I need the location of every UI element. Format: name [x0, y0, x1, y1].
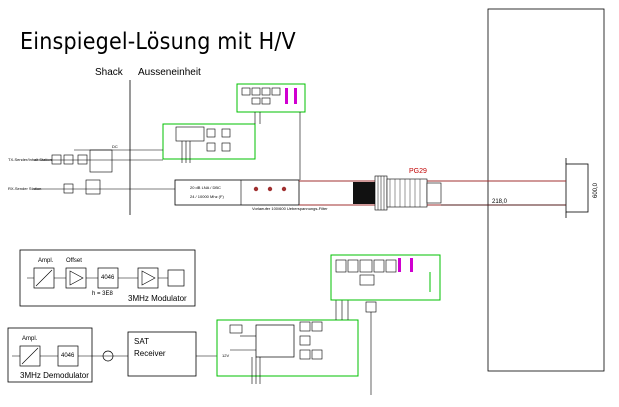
- lower-green-box: [216, 319, 359, 377]
- demod-ampl-label: Ampl.: [22, 336, 38, 342]
- main-unit-box: [174, 179, 300, 206]
- mod-h-value: h = 3E8: [92, 291, 113, 297]
- connector-body: [353, 182, 375, 204]
- demod-chip-label: 4046: [61, 353, 75, 359]
- diagram-title: Einspiegel-Lösung mit H/V: [20, 29, 296, 55]
- modulator-caption: 3MHz Modulator: [128, 294, 187, 303]
- sat-receiver-line2: Receiver: [134, 349, 166, 358]
- antenna-mount: [565, 163, 589, 213]
- demodulator-caption: 3MHz Demodulator: [20, 371, 89, 380]
- mod-chip-label: 4046: [101, 275, 115, 281]
- sat-receiver-line1: SAT: [134, 337, 149, 346]
- main-box-line2: 24 / 10000 Mhz (F): [190, 194, 224, 199]
- demodulator-box: [7, 327, 93, 383]
- section-outdoor: Ausseneinheit: [138, 67, 201, 78]
- lower-right-green-box: [330, 254, 441, 301]
- dc-label: DC: [112, 144, 118, 149]
- cable-value-label: 218,0: [492, 199, 508, 205]
- pg29-label: PG29: [409, 168, 427, 175]
- mod-ampl-label: Ampl.: [38, 258, 54, 264]
- preamp-label: Vorlaeufer 100/600 Ueberspannungs-Filter: [252, 206, 328, 211]
- right-dimension-label: 600,0: [593, 182, 599, 198]
- left-label-outer: RX-Sender Station: [8, 186, 42, 191]
- modulator-box: [19, 249, 196, 307]
- top-right-green-box: [236, 83, 306, 113]
- sat-receiver-box: [127, 331, 197, 377]
- upper-green-box: [162, 123, 256, 160]
- mast-outline: [487, 8, 605, 372]
- section-shack: Shack: [95, 67, 123, 78]
- left-label-inner: TX-Sender/Inhalt Station: [8, 157, 52, 162]
- mod-offset-label: Offset: [66, 258, 82, 264]
- main-box-line1: 20 dB LNA / DBC: [190, 185, 221, 190]
- lower-box-label: 12V: [222, 353, 230, 358]
